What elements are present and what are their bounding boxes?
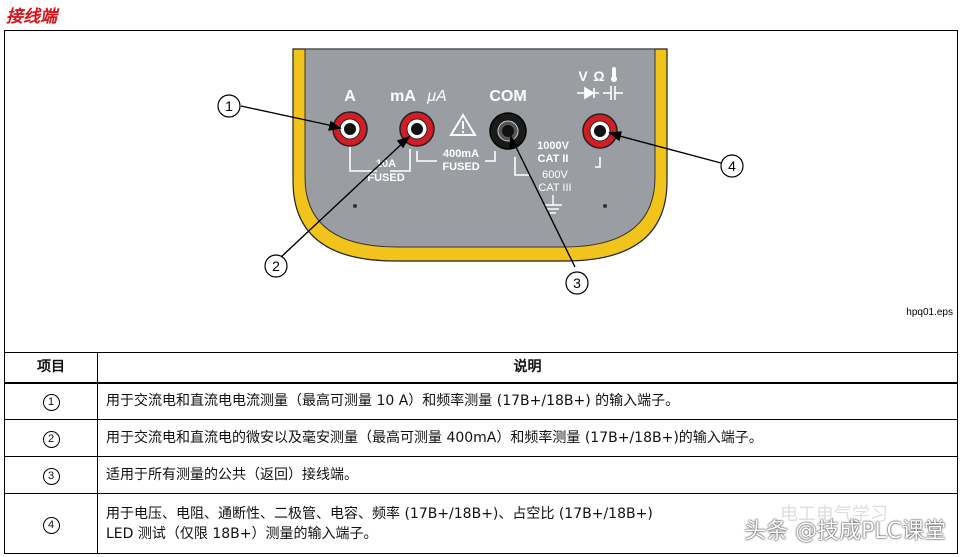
row-number: 2: [4, 419, 98, 457]
row-description: 用于交流电和直流电的微安以及毫安测量（最高可测量 400mA）和频率测量 (17…: [97, 419, 958, 457]
label-400ma: 400mA: [443, 148, 479, 160]
table-row: 3 适用于所有测量的公共（返回）接线端。: [4, 456, 958, 494]
screw-right: [603, 204, 607, 208]
ground-icon: [544, 195, 562, 214]
label-1000v: 1000V: [537, 140, 569, 152]
label-v: V: [578, 68, 588, 84]
label-fused: FUSED: [367, 172, 404, 184]
label-cat3: CAT III: [538, 182, 571, 194]
watermark: 头条 @技成PLC课堂: [744, 519, 946, 544]
callout-4: 4: [720, 154, 744, 178]
header-desc: 说明: [97, 352, 958, 384]
row-number: 1: [4, 382, 98, 420]
table-header-row: 项目 说明: [4, 352, 958, 384]
callout-2: 2: [264, 254, 288, 278]
warning-icon: [449, 113, 477, 136]
label-fused2: FUSED: [442, 161, 479, 173]
meter-gray-panel: [304, 48, 656, 248]
callout-3: 3: [565, 271, 589, 295]
callout-1: 1: [217, 94, 241, 118]
table-row: 2 用于交流电和直流电的微安以及毫安测量（最高可测量 400mA）和频率测量 (…: [4, 419, 958, 457]
table-row: 4 用于电压、电阻、通断性、二极管、电容、频率 (17B+/18B+)、占空比 …: [4, 493, 958, 554]
row-description: 适用于所有测量的公共（返回）接线端。: [97, 456, 958, 494]
row-description: 用于电压、电阻、通断性、二极管、电容、频率 (17B+/18B+)、占空比 (1…: [97, 493, 958, 554]
diode-icon: [577, 86, 599, 100]
fuse-bracket-lines: [349, 143, 601, 176]
label-ma: mA: [390, 88, 416, 105]
jack-com: [489, 112, 527, 150]
svg-text:2: 2: [272, 258, 280, 274]
svg-text:1: 1: [225, 98, 233, 114]
callout-lines: [240, 105, 722, 268]
label-ohm: Ω: [593, 68, 604, 84]
thermometer-icon: [611, 67, 617, 82]
label-a: A: [344, 88, 356, 105]
screw-left: [353, 204, 357, 208]
table-row: 1 用于交流电和直流电电流测量（最高可测量 10 A）和频率测量 (17B+/1…: [4, 382, 958, 420]
row-description: 用于交流电和直流电电流测量（最高可测量 10 A）和频率测量 (17B+/18B…: [97, 382, 958, 420]
terminal-figure: A mA μA COM V Ω: [4, 30, 958, 352]
header-item: 项目: [4, 352, 98, 384]
multimeter-terminal-diagram: A mA μA COM V Ω: [217, 48, 744, 295]
row-number: 4: [4, 493, 98, 554]
label-com: COM: [489, 88, 526, 105]
label-cat2: CAT II: [538, 153, 569, 165]
watermark-faint: 电工电气学习: [780, 504, 888, 525]
svg-text:3: 3: [573, 275, 581, 291]
section-title: 接线端: [6, 7, 57, 27]
eps-filename: hpq01.eps: [906, 307, 953, 318]
capacitor-icon: [603, 86, 623, 100]
jack-v-ohm: [582, 113, 618, 149]
label-ua: μA: [426, 88, 446, 105]
row-description-line2: LED 测试（仅限 18B+）测量的输入端子。: [106, 525, 378, 542]
label-600v: 600V: [542, 169, 568, 181]
terminal-description-table: 项目 说明 1 用于交流电和直流电电流测量（最高可测量 10 A）和频率测量 (…: [4, 352, 958, 554]
row-description-line1: 用于电压、电阻、通断性、二极管、电容、频率 (17B+/18B+)、占空比 (1…: [106, 505, 653, 522]
label-10a: 10A: [376, 158, 396, 170]
row-number: 3: [4, 456, 98, 494]
svg-text:4: 4: [728, 158, 736, 174]
